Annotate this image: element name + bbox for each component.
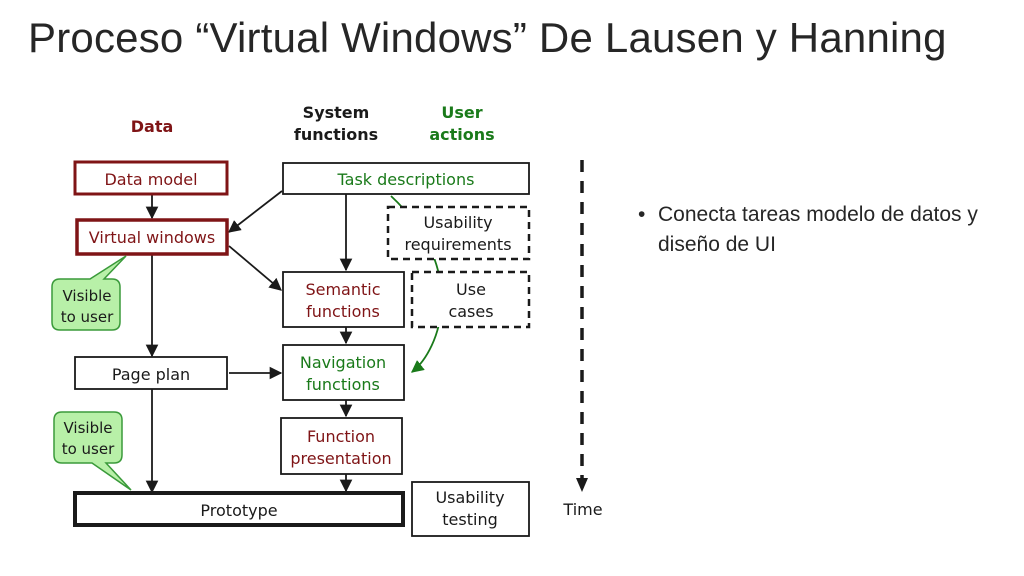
box-function-presentation — [280, 417, 403, 475]
box-usability-testing-label-1: Usability — [435, 488, 504, 507]
header-system-2: functions — [294, 125, 378, 144]
bullet-dot-icon: • — [638, 203, 646, 226]
arrow-virtualwin-semantic — [228, 245, 282, 291]
header-user-2: actions — [429, 125, 494, 144]
callout-visible-2 — [53, 411, 132, 491]
header-user-1: User — [441, 103, 482, 122]
box-usability-testing — [411, 481, 530, 537]
box-usability-requirements — [386, 205, 531, 261]
box-semantic-functions-label-2: functions — [306, 302, 380, 321]
callout-visible-1 — [51, 255, 127, 331]
header-system-1: System — [303, 103, 370, 122]
box-page-plan-label: Page plan — [112, 365, 190, 384]
box-virtual-windows-label: Virtual windows — [89, 228, 215, 247]
box-function-presentation-label-1: Function — [307, 427, 375, 446]
box-data-model — [73, 160, 229, 196]
callout-visible-1-line-1: Visible — [63, 287, 112, 305]
bullet-text: Conecta tareas modelo de datos y diseño … — [658, 203, 978, 256]
box-prototype — [73, 491, 405, 527]
box-navigation-functions-label-2: functions — [306, 375, 380, 394]
time-label: Time — [562, 500, 602, 519]
box-data-model-label: Data model — [104, 170, 197, 189]
time-axis-arrowhead — [576, 478, 588, 492]
box-page-plan — [74, 356, 228, 390]
bullet-item: • Conecta tareas modelo de datos y diseñ… — [638, 200, 978, 260]
box-semantic-functions-label-1: Semantic — [305, 280, 380, 299]
box-usability-testing-label-2: testing — [442, 510, 497, 529]
box-usability-requirements-label-1: Usability — [423, 213, 492, 232]
callout-visible-1-line-2: to user — [61, 308, 114, 326]
slide-title: Proceso “Virtual Windows” De Lausen y Ha… — [28, 14, 947, 61]
header-data: Data — [131, 117, 174, 136]
box-prototype-label: Prototype — [200, 501, 277, 520]
box-usability-requirements-label-2: requirements — [404, 235, 511, 254]
box-use-cases-label-1: Use — [456, 280, 486, 299]
box-task-descriptions-label: Task descriptions — [337, 170, 475, 189]
box-task-descriptions — [282, 162, 530, 195]
callout-visible-2-line-1: Visible — [64, 419, 113, 437]
bullet-list: • Conecta tareas modelo de datos y diseñ… — [638, 200, 978, 260]
box-function-presentation-label-2: presentation — [290, 449, 391, 468]
box-navigation-functions-label-1: Navigation — [300, 353, 386, 372]
box-use-cases-label-2: cases — [448, 302, 493, 321]
arrow-task-virtualwin — [228, 190, 283, 233]
callout-visible-2-line-2: to user — [62, 440, 115, 458]
box-semantic-functions — [282, 271, 405, 328]
box-use-cases — [410, 270, 531, 329]
box-navigation-functions — [282, 344, 405, 401]
box-virtual-windows — [75, 218, 229, 256]
